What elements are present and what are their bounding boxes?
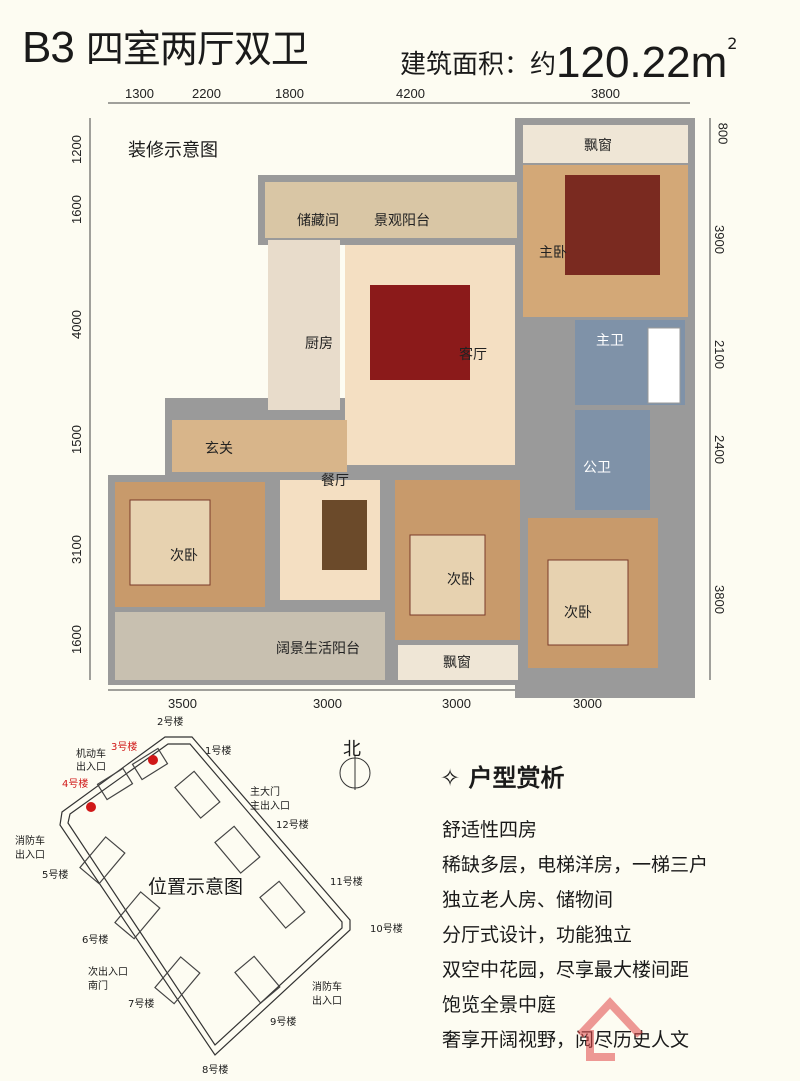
dining-table [322,500,367,570]
site-label: 消防车 [15,836,45,847]
bed [129,499,211,586]
public-bath-floor [575,410,650,510]
rug [370,285,470,380]
site-label: 1号楼 [205,746,232,757]
room-label: 景观阳台 [374,213,430,229]
room-label: 玄关 [205,441,233,457]
dim-top: 1800 [275,86,304,101]
floor-plan [89,102,711,698]
dim-right: 3800 [711,585,727,614]
site-label: 南门 [88,981,108,992]
site-label: 7号楼 [128,999,155,1010]
dim-bottom: 3500 [168,696,197,711]
site-label: 5号楼 [42,870,69,881]
site-label: 消防车 [312,982,342,993]
layout-name: 四室两厅双卫 [85,29,309,71]
analysis-line: 稀缺多层，电梯洋房，一梯三户 [442,854,709,876]
sparkle-icon: ✧ [440,764,461,792]
dim-right: 2400 [711,435,727,464]
dim-right: 3900 [711,225,727,254]
bathtub [647,327,681,404]
life-balcony-floor [115,612,385,680]
dim-bottom: 3000 [313,696,342,711]
room-label: 次卧 [447,572,475,588]
analysis-line: 饱览全景中庭 [442,994,557,1016]
dim-top: 2200 [192,86,221,101]
bed [565,175,660,275]
site-label: 8号楼 [202,1065,229,1076]
site-label: 主出入口 [250,801,290,812]
site-label: 9号楼 [270,1017,297,1028]
site-label: 出入口 [15,850,45,861]
room-label: 公卫 [583,460,611,476]
dim-right: 2100 [711,340,727,369]
site-label: 出入口 [312,996,342,1007]
site-label: 3号楼 [111,742,138,753]
site-label: 6号楼 [82,935,109,946]
site-title: 位置示意图 [148,876,244,898]
area: 建筑面积：约120.22m2 [400,34,738,87]
site-label: 主大门 [250,787,280,798]
dim-top: 4200 [396,86,425,101]
site-label: 出入口 [76,762,106,773]
site-label: 机动车 [76,749,106,760]
site-label: 2号楼 [157,717,184,728]
room-label: 次卧 [170,548,198,564]
site-label: 12号楼 [276,820,309,831]
landscape-balcony-floor [265,182,517,238]
north-label: 北 [343,739,361,760]
room-label: 主卫 [596,333,624,349]
kitchen-floor [268,240,340,410]
site-map [59,736,371,1056]
dim-top: 3800 [591,86,620,101]
analysis-line: 舒适性四房 [442,819,538,841]
room-label: 次卧 [564,605,592,621]
room-label: 飘窗 [584,138,612,154]
north-compass-icon [339,756,371,790]
site-label: 10号楼 [370,924,403,935]
bay-window-bottom [398,645,518,680]
analysis-line: 独立老人房、储物间 [442,889,614,911]
room-label: 厨房 [305,336,333,352]
analysis-line: 分厅式设计，功能独立 [442,924,633,946]
site-label: 4号楼 [62,779,89,790]
bay-window-top [523,125,688,163]
rooms-floor [115,125,688,680]
analysis-line: 奢享开阔视野，阅尽历史人文 [442,1029,690,1051]
watermark-logo [575,995,800,1069]
site-label: 11号楼 [330,877,363,888]
room-label: 餐厅 [321,473,349,489]
site-label: 次出入口 [88,967,128,978]
room-label: 客厅 [459,347,487,363]
dim-top: 1300 [125,86,154,101]
dim-right: 800 [715,122,731,145]
bed [547,559,629,646]
highlight-building-4 [86,802,96,812]
dim-bottom: 3000 [573,696,602,711]
bed [409,534,486,616]
analysis-title: ✧ 户型赏析 [440,764,565,792]
room-label: 飘窗 [443,655,471,671]
room-label: 储藏间 [297,213,339,229]
analysis-line: 双空中花园，尽享最大楼间距 [442,959,690,981]
dim-bottom: 3000 [442,696,471,711]
foyer-floor [172,420,347,472]
buildings [79,747,306,1005]
highlight-building-3 [148,755,158,765]
room-label: 阔景生活阳台 [276,641,360,657]
room-label: 主卧 [539,245,567,261]
plan-subtitle: 装修示意图 [128,140,218,161]
